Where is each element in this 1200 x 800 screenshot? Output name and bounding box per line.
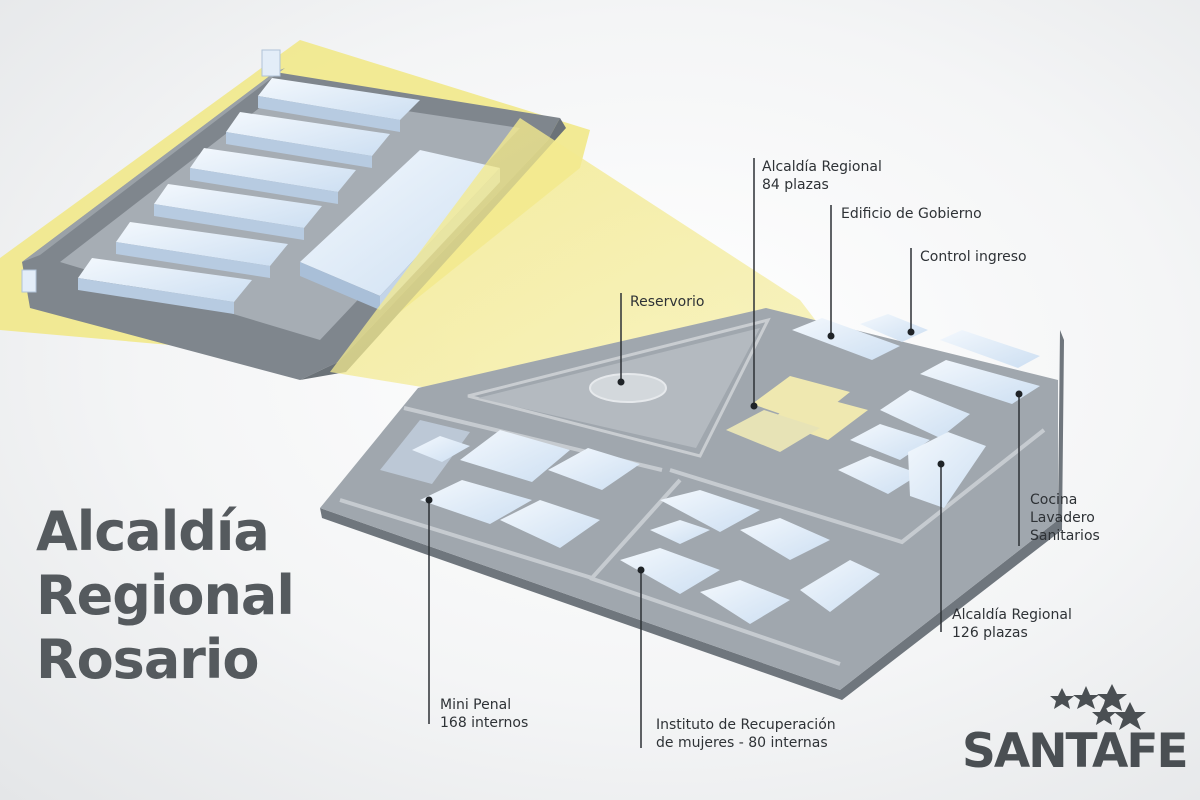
- label-alcaldia-126-line2: 126 plazas: [952, 625, 1028, 641]
- label-reservorio-line1: Reservorio: [630, 294, 705, 310]
- leader-mini-penal-dot: [425, 496, 433, 504]
- leader-reservorio-dot: [617, 378, 625, 386]
- zoom-detail: [0, 40, 590, 380]
- label-instituto-line2: de mujeres - 80 internas: [656, 735, 828, 751]
- leader-instituto-dot: [637, 566, 645, 574]
- page-title: Alcaldía Regional Rosario: [36, 500, 295, 692]
- title-line-3: Rosario: [36, 628, 259, 691]
- label-cocina-line1: Cocina: [1030, 492, 1078, 508]
- label-instituto: Instituto de Recuperación de mujeres - 8…: [656, 716, 836, 752]
- site-plan: [320, 308, 1064, 700]
- label-mini-penal-line1: Mini Penal: [440, 697, 512, 713]
- leader-alcaldia-126-dot: [937, 460, 945, 468]
- label-cocina-line2: Lavadero: [1030, 510, 1095, 526]
- label-edificio-gobierno: Edificio de Gobierno: [841, 205, 982, 223]
- label-alcaldia-126-line1: Alcaldía Regional: [952, 607, 1072, 623]
- label-mini-penal-line2: 168 internos: [440, 715, 529, 731]
- santafe-logo: SANTAFE: [962, 678, 1194, 788]
- label-cocina-line3: Sanitarios: [1030, 528, 1100, 544]
- star-icon: [1097, 684, 1127, 711]
- label-reservorio: Reservorio: [630, 293, 704, 311]
- title-line-2: Regional: [36, 564, 295, 627]
- star-icon: [1114, 702, 1146, 730]
- label-control-ingreso: Control ingreso: [920, 248, 1027, 266]
- leader-control-ingreso-dot: [907, 328, 915, 336]
- star-icon: [1092, 704, 1116, 725]
- leader-alcaldia-84-dot: [750, 402, 758, 410]
- callout-dots: [425, 328, 1023, 574]
- star-icon: [1073, 686, 1099, 709]
- label-alcaldia-84-line1: Alcaldía Regional: [762, 159, 882, 175]
- label-alcaldia-84-line2: 84 plazas: [762, 177, 829, 193]
- label-edificio-gobierno-line1: Edificio de Gobierno: [841, 206, 982, 222]
- logo-wordmark: SANTAFE: [962, 724, 1189, 779]
- label-mini-penal: Mini Penal 168 internos: [440, 696, 528, 732]
- label-alcaldia-126: Alcaldía Regional 126 plazas: [952, 606, 1072, 642]
- leader-cocina-dot: [1015, 390, 1023, 398]
- logo-stars: [1050, 684, 1146, 730]
- star-icon: [1050, 688, 1074, 709]
- title-line-1: Alcaldía: [36, 500, 270, 563]
- label-cocina: Cocina Lavadero Sanitarios: [1030, 491, 1100, 545]
- leader-edificio-gobierno-dot: [827, 332, 835, 340]
- label-instituto-line1: Instituto de Recuperación: [656, 717, 836, 733]
- label-control-ingreso-line1: Control ingreso: [920, 249, 1027, 265]
- label-alcaldia-84: Alcaldía Regional 84 plazas: [762, 158, 882, 194]
- callouts: [428, 158, 1020, 748]
